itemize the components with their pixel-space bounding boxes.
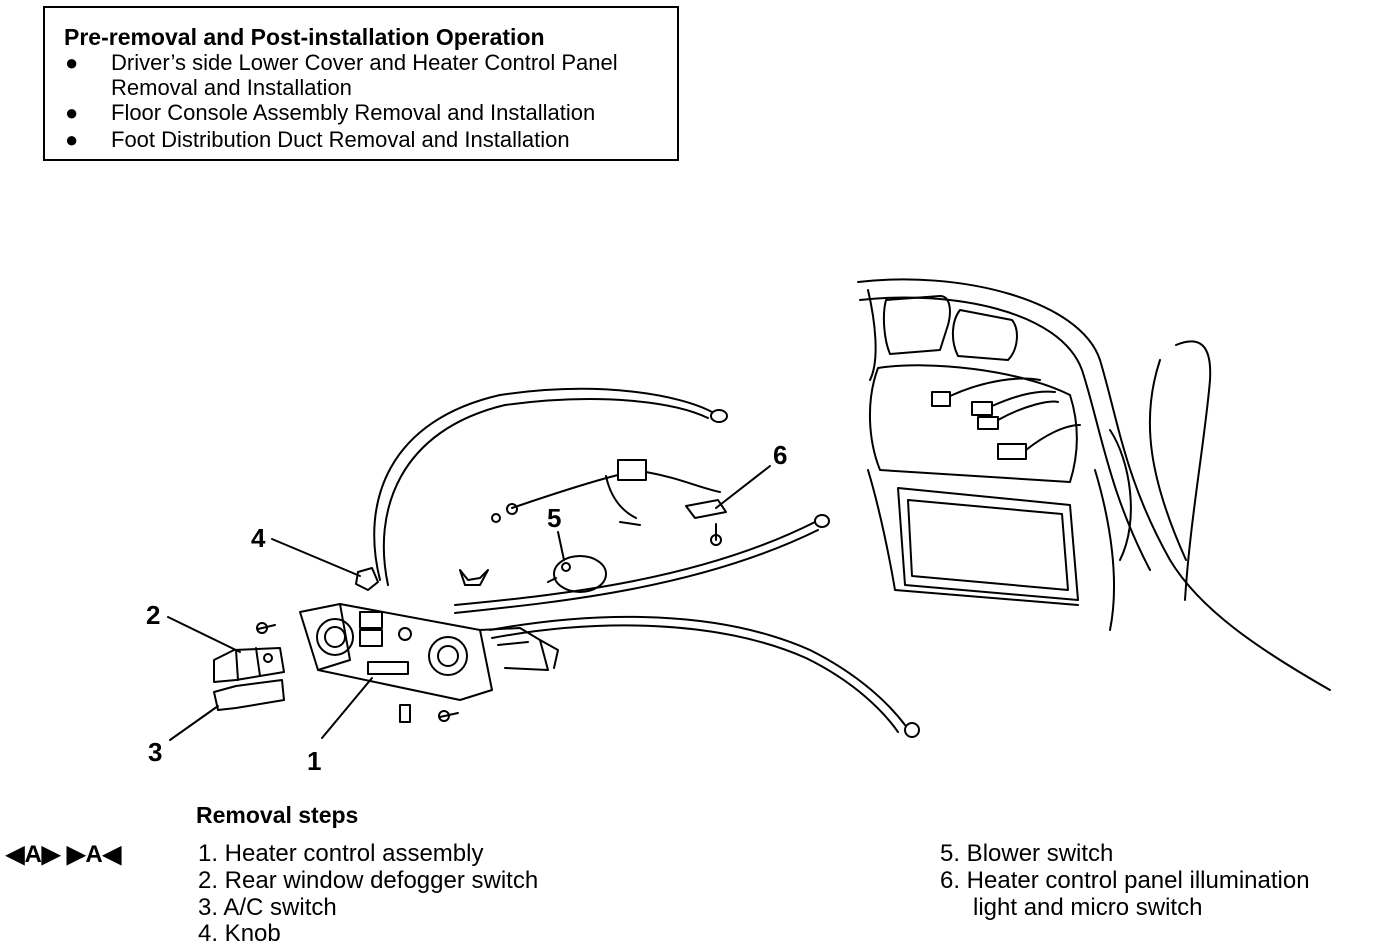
callout-3: 3 bbox=[148, 737, 162, 767]
callout-leader-lines bbox=[167, 465, 771, 741]
callout-2: 2 bbox=[146, 600, 160, 630]
knob bbox=[355, 567, 379, 591]
service-point-markers: ◀A▶ ▶A◀ bbox=[6, 841, 122, 868]
defogger-and-ac-switches bbox=[213, 647, 285, 711]
operation-item-3: Foot Distribution Duct Removal and Insta… bbox=[111, 127, 570, 152]
illumination-light-harness bbox=[506, 459, 727, 526]
operation-item-2: Floor Console Assembly Removal and Insta… bbox=[111, 100, 596, 125]
callout-5: 5 bbox=[547, 503, 561, 533]
heater-control-assembly bbox=[299, 603, 559, 701]
bullet-icon: ● bbox=[65, 50, 79, 75]
operation-box-title: Pre-removal and Post-installation Operat… bbox=[64, 24, 545, 50]
bullet-icon: ● bbox=[65, 100, 79, 125]
step-6-continued: light and micro switch bbox=[973, 894, 1203, 921]
blower-switch bbox=[547, 555, 607, 593]
pre-removal-operation-box bbox=[43, 6, 679, 161]
step-5: 5. Blower switch bbox=[940, 840, 1114, 867]
screws-and-small-parts bbox=[256, 513, 722, 723]
callout-4: 4 bbox=[251, 523, 266, 553]
step-6: 6. Heater control panel illumination bbox=[940, 867, 1310, 894]
removal-steps-title: Removal steps bbox=[196, 802, 359, 828]
callout-6: 6 bbox=[773, 440, 787, 470]
callout-1: 1 bbox=[307, 746, 321, 776]
callout-numbers: 1 2 3 4 5 6 bbox=[146, 440, 787, 776]
step-2: 2. Rear window defogger switch bbox=[198, 867, 539, 894]
bullet-icon: ● bbox=[65, 127, 79, 152]
control-cables bbox=[373, 387, 920, 738]
operation-item-1-line-2: Removal and Installation bbox=[111, 75, 352, 100]
step-1: 1. Heater control assembly bbox=[198, 840, 484, 867]
dashboard-illustration bbox=[857, 278, 1331, 691]
step-3: 3. A/C switch bbox=[198, 894, 337, 921]
operation-item-1-line-1: Driver’s side Lower Cover and Heater Con… bbox=[111, 50, 618, 75]
step-4: 4. Knob bbox=[198, 920, 281, 947]
